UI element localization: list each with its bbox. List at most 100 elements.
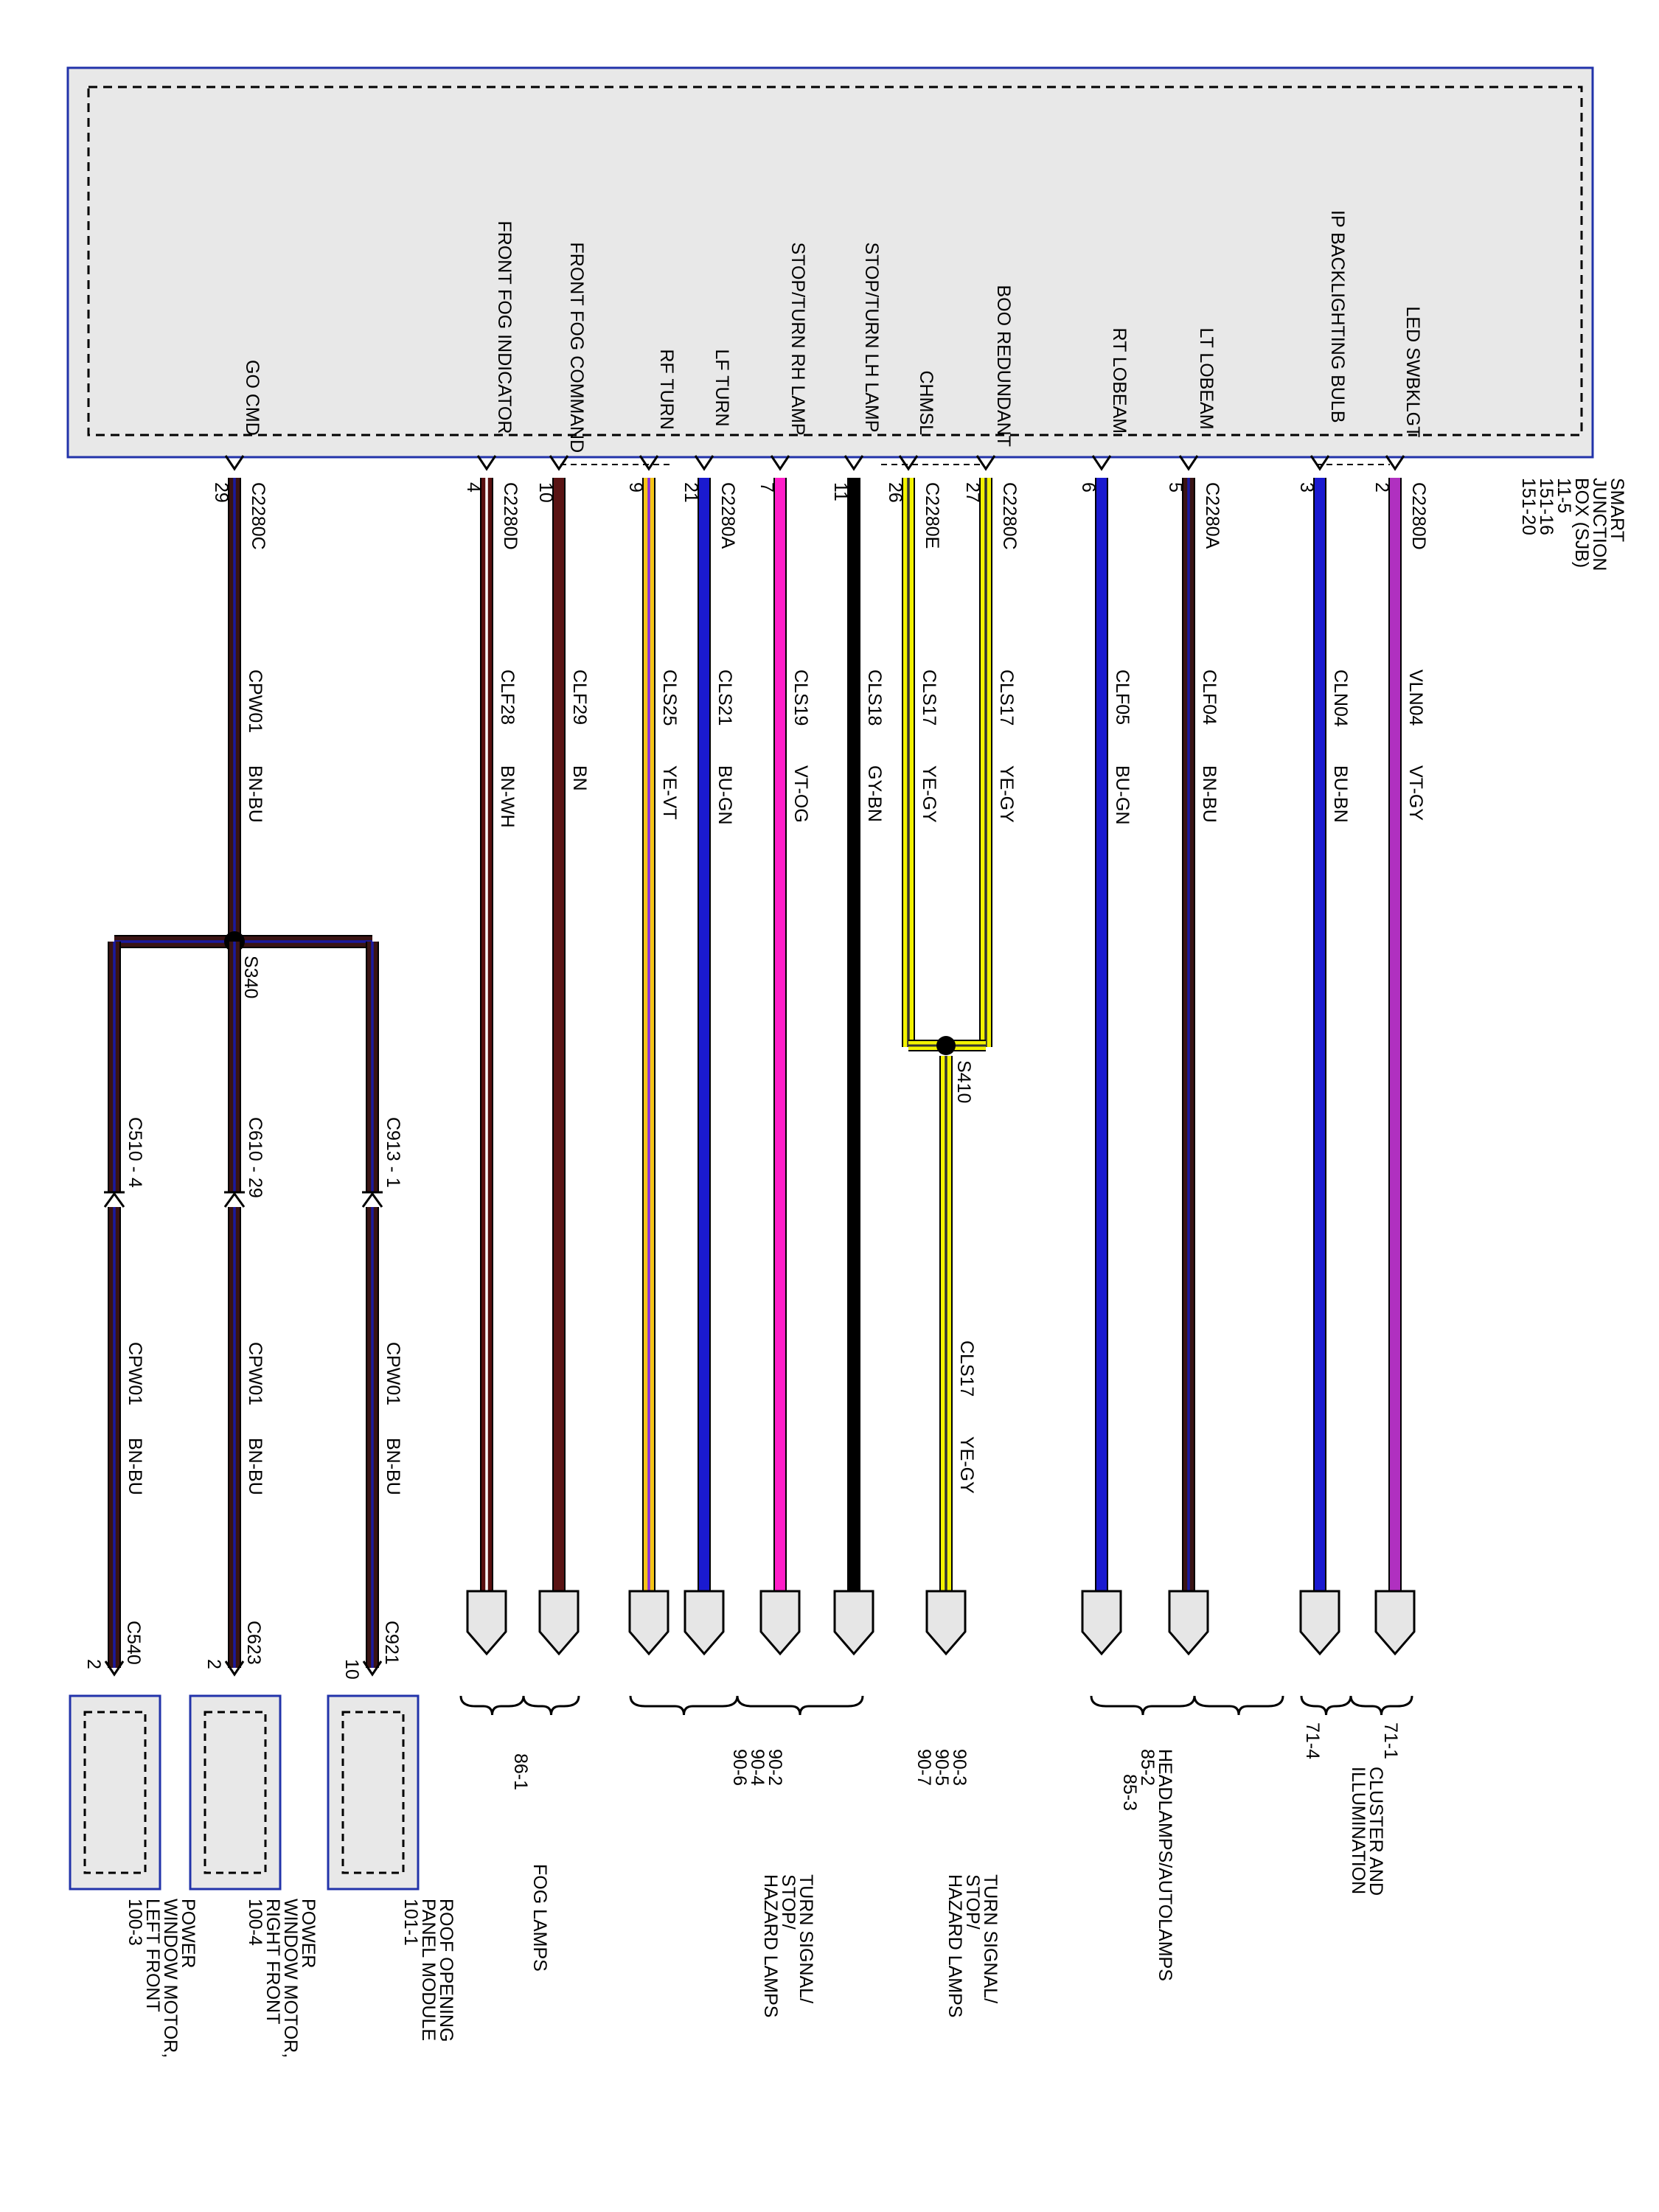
component-label: ROOF OPENING	[436, 1899, 456, 2042]
group-ref: 90-2	[765, 1749, 785, 1786]
group-ref: 90-7	[914, 1749, 934, 1786]
wire-color-code: VT-GY	[1405, 765, 1426, 821]
signal-label: LF TURN	[712, 349, 732, 427]
component-label: 101-1	[400, 1899, 421, 1946]
group-ref: 71-4	[1302, 1722, 1323, 1759]
circuit-id: CLS17	[956, 1340, 977, 1397]
module-connector-arrow	[975, 455, 996, 471]
module-connector-arrow	[694, 455, 714, 471]
component-label: 100-3	[125, 1899, 145, 1946]
terminal-connectors	[69, 1590, 1416, 1891]
signal-label: CHMSL	[916, 371, 936, 436]
circuit-id: CLF05	[1112, 669, 1133, 725]
brace-clus-b	[1349, 1695, 1413, 1716]
signal-label: FRONT FOG INDICATOR	[494, 221, 515, 434]
circuit-id: CPW01	[383, 1342, 403, 1405]
group-ref: 71-1	[1380, 1722, 1401, 1759]
circuit-id: CLS17	[919, 669, 939, 726]
end-connector-id: C921	[381, 1621, 402, 1665]
terminal-connector	[833, 1590, 874, 1656]
component-label: POWER	[178, 1899, 198, 1968]
module-connector-arrow	[224, 455, 245, 471]
wire-color-code: YE-GY	[996, 765, 1017, 823]
terminal-connector	[1081, 1590, 1122, 1656]
circuit-id: CLS18	[864, 669, 885, 726]
wire-color-code: BN	[569, 765, 590, 791]
terminal-connector	[684, 1590, 725, 1656]
signal-label: RT LOBEAM	[1109, 328, 1130, 434]
brace-fog-b	[522, 1695, 580, 1716]
end-pin-number: 2	[204, 1659, 224, 1669]
group-title: FOG LAMPS	[529, 1864, 550, 1972]
group-title: HAZARD LAMPS	[945, 1874, 965, 2017]
wire-color-code: BN-BU	[383, 1438, 403, 1495]
group-title: TURN SIGNAL/	[980, 1874, 1001, 2003]
component-outline	[189, 1694, 282, 1891]
group-title: ILLUMINATION	[1348, 1767, 1368, 1894]
brace-head-a	[1090, 1695, 1196, 1716]
group-title: HEADLAMPS/AUTOLAMPS	[1155, 1749, 1175, 1981]
signal-label: IP BACKLIGHTING BULB	[1327, 210, 1348, 423]
component-label: PANEL MODULE	[418, 1899, 439, 2041]
component-label: WINDOW MOTOR,	[280, 1899, 301, 2058]
circuit-id: CPW01	[245, 669, 265, 733]
wire-color-code: VT-OG	[790, 765, 811, 823]
brace-clus-a	[1300, 1695, 1352, 1716]
group-ref: 85-2	[1137, 1749, 1158, 1786]
wire-color-code: BU-GN	[1112, 765, 1133, 825]
terminal-connector	[1299, 1590, 1340, 1656]
terminal-connector	[1374, 1590, 1416, 1656]
module-name-line: BOX (SJB)	[1571, 478, 1592, 568]
component-outline	[69, 1694, 161, 1891]
connector-id: C2280A	[1202, 482, 1222, 549]
wire-color-code: BN-BU	[125, 1438, 145, 1495]
s340-label: S340	[240, 956, 261, 998]
pin-number: 29	[211, 482, 232, 503]
end-connector-id: C623	[243, 1621, 264, 1665]
module-connector-arrow	[898, 455, 919, 471]
brace-turn-b	[736, 1695, 864, 1716]
wire-color-code: BN-BU	[1199, 765, 1220, 823]
terminal-connector	[759, 1590, 801, 1656]
brace-fog-a	[459, 1695, 525, 1716]
inline-connector-id: C610 - 29	[245, 1117, 265, 1198]
group-title: TURN SIGNAL/	[796, 1874, 816, 2003]
pin-number: 10	[535, 482, 556, 503]
component-label: LEFT FRONT	[142, 1899, 163, 2012]
module-connector-arrow	[1310, 455, 1330, 471]
module-connector-arrow	[1178, 455, 1199, 471]
end-connector-arrow	[104, 1660, 125, 1677]
signal-label: LT LOBEAM	[1196, 328, 1217, 430]
module-dashed-boundary	[87, 86, 1583, 437]
connector-id: C2280A	[717, 482, 738, 549]
wire-color-code: YE-VT	[659, 765, 680, 820]
inline-connector-id: C913 - 1	[383, 1117, 403, 1188]
end-connector-id: C540	[123, 1621, 144, 1665]
end-connector-arrow	[362, 1660, 383, 1677]
wire-color-code: BN-WH	[497, 765, 518, 828]
circuit-id: CLS25	[659, 669, 680, 726]
end-pin-number: 10	[341, 1659, 362, 1680]
signal-label: STOP/TURN RH LAMP	[787, 243, 808, 436]
terminal-connector	[538, 1590, 580, 1656]
wire-color-code: YE-GY	[956, 1436, 977, 1494]
component-dashed-boundary	[341, 1711, 405, 1874]
wire-color-code: BU-GN	[714, 765, 735, 825]
signal-label: LED SWBKLGT	[1402, 307, 1423, 438]
module-ref: 151-20	[1518, 478, 1539, 535]
component-label: RIGHT FRONT	[262, 1899, 283, 2024]
circuit-id: CLF04	[1199, 669, 1220, 725]
pin-number: 21	[681, 482, 701, 503]
group-ref: 90-5	[931, 1749, 952, 1786]
circuit-id: CLS21	[714, 669, 735, 726]
s410-label: S410	[953, 1060, 974, 1103]
circuit-id: CPW01	[125, 1342, 145, 1405]
circuit-id: CLS19	[790, 669, 811, 726]
circuit-id: CLS17	[996, 669, 1017, 726]
module-ref: 151-16	[1536, 478, 1557, 535]
wire-color-code: GY-BN	[864, 765, 885, 822]
component-label: POWER	[298, 1899, 319, 1968]
pin-number: 5	[1165, 482, 1186, 493]
